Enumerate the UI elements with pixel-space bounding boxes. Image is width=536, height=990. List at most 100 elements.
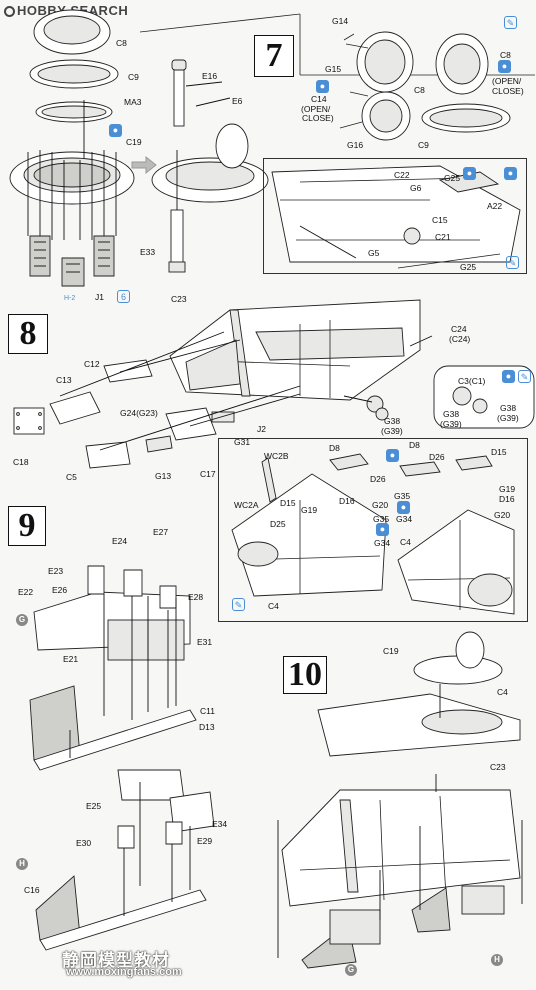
quantity-badge: 6	[117, 290, 130, 303]
part-label: C17	[200, 469, 216, 479]
part-label: E33	[140, 247, 156, 257]
part-label: C3(C1)	[458, 376, 486, 386]
part-label: C22	[394, 170, 410, 180]
part-label: MA3	[124, 97, 142, 107]
step7-hull-detail-panel	[263, 158, 527, 274]
part-label: E26	[52, 585, 68, 595]
part-label: C8	[116, 38, 127, 48]
part-label: E25	[86, 801, 102, 811]
part-label: WC2B	[264, 451, 289, 461]
part-label: C16	[24, 885, 40, 895]
part-label: J1	[95, 292, 104, 302]
part-label: E16	[202, 71, 218, 81]
part-label: (C24)	[449, 334, 471, 344]
part-label: C18	[13, 457, 29, 467]
option-icon: ●	[376, 523, 389, 536]
option-icon: ●	[316, 80, 329, 93]
part-label: G38	[500, 403, 517, 413]
part-label: G35	[394, 491, 411, 501]
brush-icon: ✎	[504, 16, 517, 29]
part-label: D26	[370, 474, 386, 484]
part-label: G19	[499, 484, 516, 494]
part-label: E34	[212, 819, 228, 829]
part-label: C14	[311, 94, 327, 104]
part-label: (OPEN/	[301, 104, 331, 114]
part-label: G19	[301, 505, 318, 515]
option-icon: ●	[504, 167, 517, 180]
brush-icon: ✎	[518, 370, 531, 383]
step8-detail-panel	[218, 438, 528, 622]
part-label: E6	[232, 96, 243, 106]
part-label: E24	[112, 536, 128, 546]
part-label: C4	[268, 601, 279, 611]
watermark-text: 静岡模型教材	[62, 951, 170, 970]
part-label: G14	[332, 16, 349, 26]
part-label: D16	[339, 496, 355, 506]
part-label: G20	[494, 510, 511, 520]
part-label: G5	[368, 248, 380, 258]
option-icon: ●	[397, 501, 410, 514]
part-label: C15	[432, 215, 448, 225]
part-label: G25	[444, 173, 461, 183]
brush-icon: ✎	[506, 256, 519, 269]
part-label: E22	[18, 587, 34, 597]
part-label: D15	[280, 498, 296, 508]
subassembly-marker-h: H	[16, 858, 28, 870]
part-label: G34	[396, 514, 413, 524]
part-label: D13	[199, 722, 215, 732]
step-number-7: 7	[254, 35, 294, 77]
part-label: C9	[418, 140, 429, 150]
step-number-9: 9	[8, 506, 46, 546]
watermark-url: www.moxingfans.com	[66, 966, 182, 978]
part-label: G13	[155, 471, 172, 481]
part-label: G16	[347, 140, 364, 150]
part-label: G25	[460, 262, 477, 272]
part-label: (G39)	[381, 426, 403, 436]
part-label: C9	[128, 72, 139, 82]
part-label: E29	[197, 836, 213, 846]
step-number-10: 10	[283, 656, 327, 694]
part-label: A22	[487, 201, 503, 211]
option-icon: ●	[502, 370, 515, 383]
part-label: G34	[374, 538, 391, 548]
part-label: J2	[257, 424, 266, 434]
part-label: E28	[188, 592, 204, 602]
brush-icon: ✎	[232, 598, 245, 611]
paint-icon: ●	[109, 124, 122, 137]
part-label: C4	[400, 537, 411, 547]
subassembly-marker-g: G	[345, 964, 357, 976]
subassembly-marker-g: G	[16, 614, 28, 626]
part-label: E21	[63, 654, 79, 664]
part-label: G31	[234, 437, 251, 447]
part-label: (G39)	[440, 419, 462, 429]
part-label: C11	[200, 706, 215, 716]
part-label: C19	[126, 137, 142, 147]
part-label: H-2	[64, 295, 76, 302]
part-label: C8	[414, 85, 425, 95]
option-icon: ●	[498, 60, 511, 73]
part-label: C12	[84, 359, 100, 369]
part-label: C24	[451, 324, 467, 334]
part-label: (G39)	[497, 413, 519, 423]
part-label: C5	[66, 472, 77, 482]
option-icon: ●	[386, 449, 399, 462]
step-number-8: 8	[8, 314, 48, 354]
part-label: C4	[497, 687, 508, 697]
part-label: C23	[490, 762, 506, 772]
part-label: D8	[409, 440, 420, 450]
option-icon: ●	[463, 167, 476, 180]
part-label: CLOSE)	[302, 113, 334, 123]
part-label: D25	[270, 519, 286, 529]
part-label: E31	[197, 637, 213, 647]
part-label: D15	[491, 447, 507, 457]
part-label: C23	[171, 294, 187, 304]
part-label: G6	[410, 183, 422, 193]
part-label: E23	[48, 566, 64, 576]
part-label: D16	[499, 494, 515, 504]
part-label: C8	[500, 50, 511, 60]
part-label: E27	[153, 527, 169, 537]
subassembly-marker-h: H	[491, 954, 503, 966]
part-label: D8	[329, 443, 340, 453]
part-label: C13	[56, 375, 72, 385]
